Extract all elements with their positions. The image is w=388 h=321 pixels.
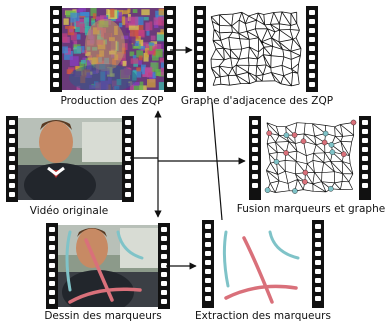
zqp-production-label: Production des ZQP — [61, 95, 164, 107]
fusion-frame — [249, 116, 371, 200]
marker-extraction-frame — [202, 220, 324, 308]
marker-drawing-label: Dessin des marqueurs — [44, 310, 161, 321]
zqp-adjacency-graph-image — [207, 8, 305, 90]
zqp-production-frame — [50, 6, 176, 92]
zqp-graph-label: Graphe d'adjacence des ZQP — [181, 95, 333, 107]
original-video-label: Vidéo originale — [30, 205, 108, 217]
marker-extraction-image — [215, 222, 311, 306]
marker-graph-fusion-image — [262, 118, 358, 198]
original-video-image — [18, 118, 122, 200]
marker-drawing-image — [58, 225, 158, 307]
zqp-production-image — [62, 8, 164, 90]
fusion-label: Fusion marqueurs et graphe — [237, 203, 385, 215]
flow-arrows — [130, 46, 246, 270]
marker-extraction-label: Extraction des marqueurs — [195, 310, 331, 321]
zqp-graph-frame — [194, 6, 318, 92]
marker-drawing-frame — [46, 223, 170, 309]
original-video-frame — [6, 116, 134, 202]
